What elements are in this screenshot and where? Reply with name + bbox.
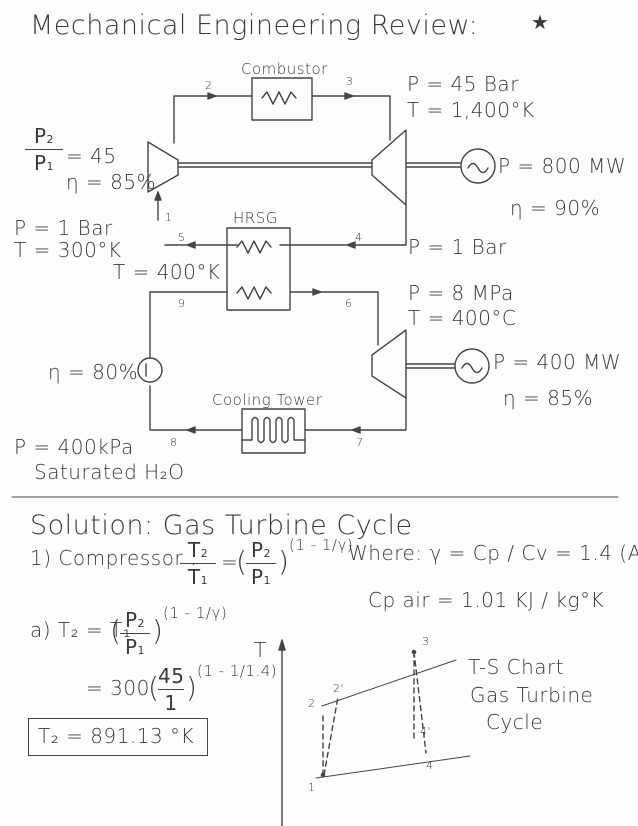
state1-temperature: T = 300°K <box>14 238 122 262</box>
result-value: T₂ = 891.13 °K <box>38 724 195 748</box>
steam-generator <box>454 348 490 384</box>
steam-gen-power: P = 400 MW <box>493 350 622 374</box>
state6-temperature: T = 400°C <box>408 306 517 330</box>
ts-chart-title-2: Gas Turbine <box>470 683 594 707</box>
page-title: Mechanical Engineering Review: <box>30 10 479 41</box>
state1-pressure: P = 1 Bar <box>14 216 113 240</box>
state-7: 7 <box>356 436 364 449</box>
state-3: 3 <box>346 75 354 88</box>
state-5: 5 <box>178 231 186 244</box>
hrsg-label: HRSG <box>233 209 278 227</box>
step2-close-paren: ) <box>152 614 164 647</box>
cooling-tower-box <box>241 408 306 454</box>
ts-chart-title-1: T-S Chart <box>468 655 565 679</box>
state3-temperature: T = 1,400°K <box>407 98 535 122</box>
gas-gen-efficiency: η = 90% <box>510 196 601 220</box>
step2-open-paren: ( <box>110 614 122 647</box>
where-gamma: Where: γ = Cp / Cv = 1.4 (Air) <box>348 541 638 565</box>
step2-substitution: = 300 <box>86 676 150 700</box>
gas-turbine-shape <box>371 129 407 206</box>
state-2: 2 <box>205 79 213 92</box>
gas-gen-power: P = 800 MW <box>498 154 627 178</box>
ts-point-2prime: 2' <box>333 682 345 695</box>
ts-point-3: 3 <box>422 635 430 648</box>
step1-close-paren: ) <box>278 545 290 578</box>
ts-point-2: 2 <box>308 697 316 710</box>
step1-label: 1) Compressor : <box>30 546 198 570</box>
combustor-box <box>251 77 313 121</box>
step2-label: a) T₂ = T₁ <box>30 618 132 642</box>
step2-exponent: (1 - 1/γ) <box>163 604 228 622</box>
hrsg-box <box>226 227 291 311</box>
pump <box>137 357 163 383</box>
compressor-efficiency: η = 85% <box>66 170 157 194</box>
pressure-ratio-fraction: P2 P1 <box>25 124 63 175</box>
state-6: 6 <box>345 297 353 310</box>
state4-pressure: P = 1 Bar <box>408 235 507 259</box>
state-8: 8 <box>170 436 178 449</box>
state6-pressure: P = 8 MPa <box>408 281 514 305</box>
steam-turbine-shape <box>371 329 407 399</box>
cp-air: Cp air = 1.01 KJ / kg°K <box>368 588 605 612</box>
ts-point-4prime: 4' <box>420 725 432 738</box>
state3-pressure: P = 45 Bar <box>407 72 519 96</box>
step2-sub-close-paren: ) <box>186 671 198 704</box>
state-1: 1 <box>165 211 173 224</box>
solution-heading: Solution: Gas Turbine Cycle <box>30 510 413 541</box>
gas-generator <box>460 148 496 184</box>
ts-point-1: 1 <box>308 781 316 794</box>
state8-condition: Saturated H₂O <box>34 460 185 484</box>
state-9: 9 <box>178 297 186 310</box>
step2-sub-open-paren: ( <box>148 671 160 704</box>
ts-chart-title-3: Cycle <box>486 710 544 734</box>
ts-point-4: 4 <box>426 759 434 772</box>
result-box <box>28 718 208 756</box>
step1-exponent: (1 - 1/γ) <box>289 536 354 554</box>
state5-temperature: T = 400°K <box>113 260 221 284</box>
ts-axis-label: T <box>254 638 267 662</box>
state8-pressure: P = 400kPa <box>14 435 134 459</box>
state-4: 4 <box>355 231 363 244</box>
step1-equals: = <box>221 550 239 574</box>
step1-open-paren: ( <box>236 545 248 578</box>
star-mark: ★ <box>531 10 550 34</box>
compressor-shape <box>147 141 179 193</box>
combustor-label: Combustor <box>241 60 328 78</box>
pressure-ratio-value: = 45 <box>66 144 117 168</box>
cooling-tower-label: Cooling Tower <box>212 391 323 409</box>
pump-efficiency: η = 80% <box>48 360 139 384</box>
step2-sub-exponent: (1 - 1/1.4) <box>197 662 278 680</box>
steam-gen-efficiency: η = 85% <box>503 386 594 410</box>
